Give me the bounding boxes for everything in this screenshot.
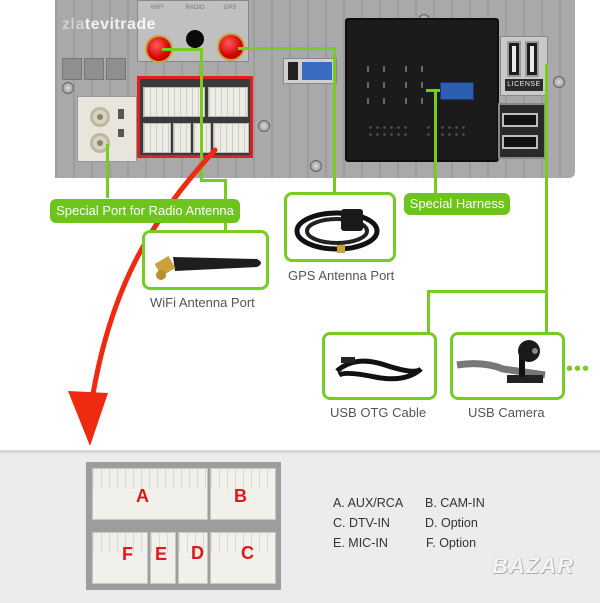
watermark-rest: tevitrade <box>84 16 157 33</box>
wifi-antenna-caption: WiFi Antenna Port <box>150 295 255 310</box>
panel-vent <box>62 58 82 80</box>
radio-antenna-callout: Special Port for Radio Antenna <box>50 199 240 223</box>
connector-label-b: B <box>234 486 247 506</box>
gps-port-label: GPS <box>223 5 237 11</box>
connector-line <box>426 89 440 92</box>
connector-label-d: D <box>191 543 204 563</box>
usb-port[interactable] <box>507 41 521 77</box>
special-harness-callout: Special Harness <box>404 193 510 215</box>
connector-line <box>106 144 109 198</box>
radio-coax-socket <box>90 107 110 127</box>
watermark-prefix: zla <box>62 16 85 33</box>
radio-hole <box>186 30 204 48</box>
connector-b <box>210 468 276 520</box>
connector-label-e: E <box>155 544 168 564</box>
plug-e <box>173 123 191 153</box>
connector-line <box>427 290 548 293</box>
camera-icon <box>456 340 546 383</box>
usb-otg-photo <box>322 332 437 400</box>
legend-item: E. MIC-IN <box>333 536 388 550</box>
more-accessories-indicator: ••• <box>566 358 591 380</box>
connector-line <box>200 48 203 180</box>
screw-icon <box>310 160 322 172</box>
connector-line <box>427 290 430 334</box>
wifi-antenna-icon <box>154 255 261 280</box>
legend-item: D. Option <box>425 516 478 530</box>
watermark-text: zlatevitrade <box>62 16 156 34</box>
connector-line <box>238 47 336 50</box>
usb-port[interactable] <box>502 135 538 149</box>
screw-icon <box>553 76 565 88</box>
usb-camera-photo <box>450 332 565 400</box>
license-label: LICENSE <box>505 79 543 91</box>
plug-a <box>143 87 205 117</box>
plug-b <box>208 87 248 117</box>
usb-port[interactable] <box>525 41 539 77</box>
usb-camera-caption: USB Camera <box>468 405 545 420</box>
connector-line <box>333 47 336 195</box>
connector-closeup-photo <box>86 462 281 590</box>
connector-c <box>210 532 276 584</box>
usb-otg-caption: USB OTG Cable <box>330 405 427 420</box>
connector-a <box>92 468 208 520</box>
plug-f <box>143 123 171 153</box>
connector-line <box>200 179 226 182</box>
legend-item: C. DTV-IN <box>333 516 390 530</box>
connector-d <box>178 532 208 584</box>
panel-vent <box>84 58 104 80</box>
connector-line <box>162 48 202 51</box>
wifi-antenna-photo <box>142 230 269 290</box>
gps-antenna-icon <box>294 209 380 253</box>
wifi-port-label: WIFI <box>150 5 164 11</box>
bazar-watermark: BAZAR <box>492 553 574 578</box>
connector-label-a: A <box>136 486 149 506</box>
gps-antenna-photo <box>284 192 396 262</box>
connector-f <box>92 532 148 584</box>
screw-icon <box>62 82 74 94</box>
radio-coax-socket <box>90 133 110 153</box>
panel-vent <box>106 58 126 80</box>
connector-line <box>545 290 548 334</box>
usb-port[interactable] <box>502 113 538 127</box>
connector-label-f: F <box>122 544 133 564</box>
screw-icon <box>258 120 270 132</box>
connector-label-c: C <box>241 543 254 563</box>
plug-c <box>213 123 249 153</box>
dip-switch <box>283 58 337 84</box>
legend-item: B. CAM-IN <box>425 496 485 510</box>
legend-item: A. AUX/RCA <box>333 496 404 510</box>
gps-antenna-caption: GPS Antenna Port <box>288 268 395 283</box>
connector-e <box>150 532 176 584</box>
blue-fuse <box>440 82 474 100</box>
legend-item: F. Option <box>426 536 477 550</box>
harness-pins <box>365 62 477 112</box>
usb-cable-icon <box>335 357 423 382</box>
connector-line <box>545 64 548 290</box>
radio-port-label: RADIO <box>185 5 205 11</box>
connector-line <box>434 89 437 193</box>
